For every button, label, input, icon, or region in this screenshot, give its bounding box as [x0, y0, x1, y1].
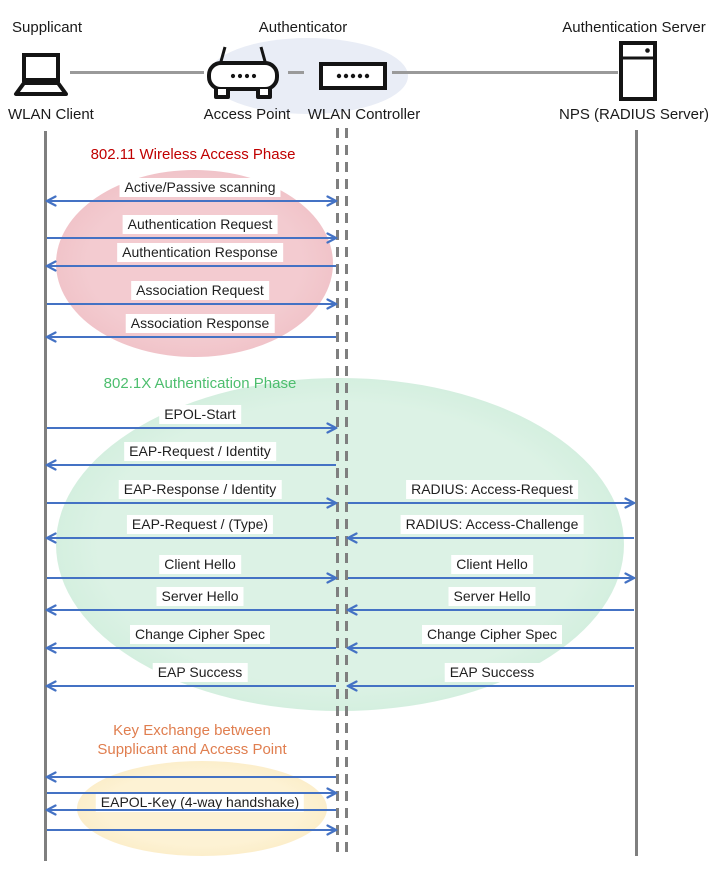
connector-dash-ap-controller	[288, 71, 304, 74]
message-label: EAP-Request / Identity	[124, 442, 276, 461]
message-label: RADIUS: Access-Request	[406, 480, 578, 499]
phase-title-key-exchange-line2: Supplicant and Access Point	[97, 741, 287, 758]
message-label: Server Hello	[448, 587, 536, 606]
phase-title-dot1x-authentication: 802.1X Authentication Phase	[103, 375, 297, 392]
connector-line-controller-server	[392, 71, 618, 74]
node-label-wlan-controller: WLAN Controller	[307, 106, 421, 123]
message-label: EAP-Response / Identity	[118, 480, 282, 499]
message-label: Client Hello	[159, 555, 241, 574]
lifeline-wlan-controller-dashed	[345, 128, 348, 852]
message-label: Authentication Response	[117, 243, 283, 262]
message-label: Server Hello	[156, 587, 244, 606]
phase-title-key-exchange: Key Exchange between Supplicant and Acce…	[97, 721, 286, 759]
laptop-icon	[14, 53, 68, 96]
message-label: RADIUS: Access-Challenge	[400, 515, 584, 534]
lifeline-nps	[635, 130, 638, 856]
wlan-controller-icon	[319, 62, 387, 90]
message-label: Client Hello	[451, 555, 533, 574]
message-label: Active/Passive scanning	[119, 178, 281, 197]
role-label-authentication-server: Authentication Server	[562, 19, 706, 36]
server-icon	[619, 41, 657, 101]
message-label: Change Cipher Spec	[422, 625, 562, 644]
message-label: Association Request	[131, 281, 269, 300]
message-label: EPOL-Start	[159, 405, 241, 424]
connector-line-client-ap	[70, 71, 204, 74]
lifeline-access-point-dashed	[336, 128, 339, 852]
access-point-icon	[207, 46, 279, 99]
message-label: EAP Success	[444, 663, 540, 682]
phase-ellipse-dot1x-authentication	[56, 378, 624, 711]
node-label-nps: NPS (RADIUS Server)	[558, 106, 710, 123]
node-label-access-point: Access Point	[203, 106, 291, 123]
message-label: EAPOL-Key (4-way handshake)	[95, 793, 305, 812]
message-label: Change Cipher Spec	[130, 625, 270, 644]
message-label: EAP Success	[152, 663, 248, 682]
message-label: Association Response	[125, 314, 275, 333]
message-label: EAP-Request / (Type)	[126, 515, 274, 534]
phase-title-key-exchange-line1: Key Exchange between	[113, 722, 271, 739]
node-label-wlan-client: WLAN Client	[8, 106, 94, 123]
phase-title-wireless-access: 802.11 Wireless Access Phase	[90, 146, 296, 163]
role-label-supplicant: Supplicant	[12, 19, 83, 36]
lifeline-wlan-client	[44, 131, 47, 861]
role-label-authenticator: Authenticator	[258, 19, 348, 36]
message-label: Authentication Request	[122, 215, 278, 234]
